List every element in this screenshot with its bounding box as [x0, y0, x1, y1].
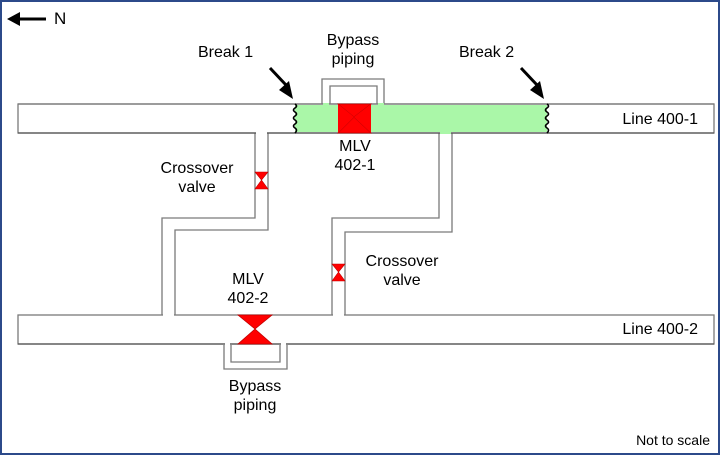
- crossover-valve-1-icon: [254, 171, 269, 190]
- bypass-top-line2: piping: [331, 51, 375, 68]
- north-label: N: [54, 9, 67, 28]
- isolated-section: [295, 105, 547, 132]
- mlv-402-1-line2: 402-1: [334, 157, 376, 174]
- crossover-pipe-1: [161, 132, 269, 315]
- mlv-402-2-line1: MLV: [232, 271, 264, 288]
- break-2-marker: [544, 103, 550, 134]
- north-arrow-icon: [7, 12, 46, 26]
- crossover-1-line2: valve: [178, 179, 216, 196]
- crossover-1-line1: Crossover: [160, 160, 234, 177]
- crossover-2-line1: Crossover: [365, 253, 439, 270]
- break-2-arrow-icon: [519, 66, 544, 99]
- crossover-pipe-2: [331, 132, 453, 315]
- bypass-bottom-line2: piping: [233, 397, 277, 414]
- bypass-piping-top: [321, 78, 385, 104]
- mlv-402-1-line1: MLV: [339, 138, 371, 155]
- mlv-402-2-label: MLV 402-2: [220, 270, 276, 308]
- bypass-top-label: Bypass piping: [318, 31, 388, 69]
- break-1-arrow-icon: [268, 66, 293, 99]
- crossover-valve-2-label: Crossover valve: [357, 252, 447, 290]
- bypass-bottom-label: Bypass piping: [220, 377, 290, 415]
- mlv-402-2-line2: 402-2: [227, 290, 269, 307]
- break-1-label: Break 1: [198, 44, 254, 61]
- break-1-marker: [292, 103, 298, 134]
- bypass-bottom-line1: Bypass: [228, 378, 282, 395]
- line-400-2-pipe: [17, 314, 715, 345]
- crossover-2-line2: valve: [383, 272, 421, 289]
- line-400-2-label: Line 400-2: [622, 321, 698, 338]
- bypass-top-line1: Bypass: [326, 32, 380, 49]
- scale-note: Not to scale: [636, 432, 710, 448]
- mlv-402-2-valve-icon: [236, 314, 274, 345]
- mlv-402-1-label: MLV 402-1: [327, 137, 383, 175]
- crossover-valve-1-label: Crossover valve: [152, 159, 242, 197]
- break-2-label: Break 2: [459, 44, 515, 61]
- bypass-piping-bottom: [223, 345, 288, 370]
- line-400-1-label: Line 400-1: [622, 111, 698, 128]
- crossover-valve-2-icon: [331, 263, 346, 282]
